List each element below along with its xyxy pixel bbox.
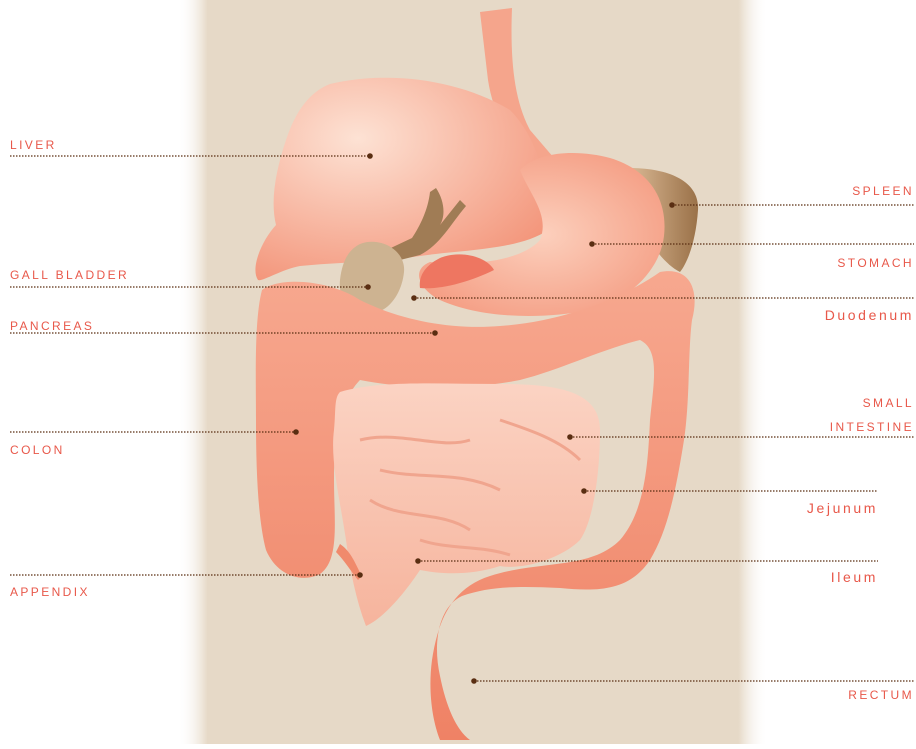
leader-dot-duodenum xyxy=(411,295,417,301)
label-jejunum: Jejunum xyxy=(807,500,878,516)
label-liver: LIVER xyxy=(10,138,57,152)
leader-dot-colon xyxy=(293,429,299,435)
leader-dot-gall-bladder xyxy=(365,284,371,290)
label-ileum: Ileum xyxy=(831,569,878,585)
label-colon: COLON xyxy=(10,443,65,457)
leader-dot-spleen xyxy=(669,202,675,208)
leader-dot-appendix xyxy=(357,572,363,578)
label-gall-bladder: GALL BLADDER xyxy=(10,268,129,282)
leader-dot-small-intestine xyxy=(567,434,573,440)
label-stomach: STOMACH xyxy=(837,256,914,270)
label-duodenum: Duodenum xyxy=(825,307,914,323)
leader-dot-jejunum xyxy=(581,488,587,494)
label-pancreas: PANCREAS xyxy=(10,319,94,333)
label-rectum: RECTUM xyxy=(848,688,914,702)
leader-dot-rectum xyxy=(471,678,477,684)
leader-dot-stomach xyxy=(589,241,595,247)
label-spleen: SPLEEN xyxy=(852,184,914,198)
leader-dot-pancreas xyxy=(432,330,438,336)
leader-dot-liver xyxy=(367,153,373,159)
label-appendix: APPENDIX xyxy=(10,585,90,599)
label-small-intestine-line2: INTESTINE xyxy=(830,420,914,434)
leader-dot-ileum xyxy=(415,558,421,564)
label-small-intestine-line1: SMALL xyxy=(863,396,914,410)
